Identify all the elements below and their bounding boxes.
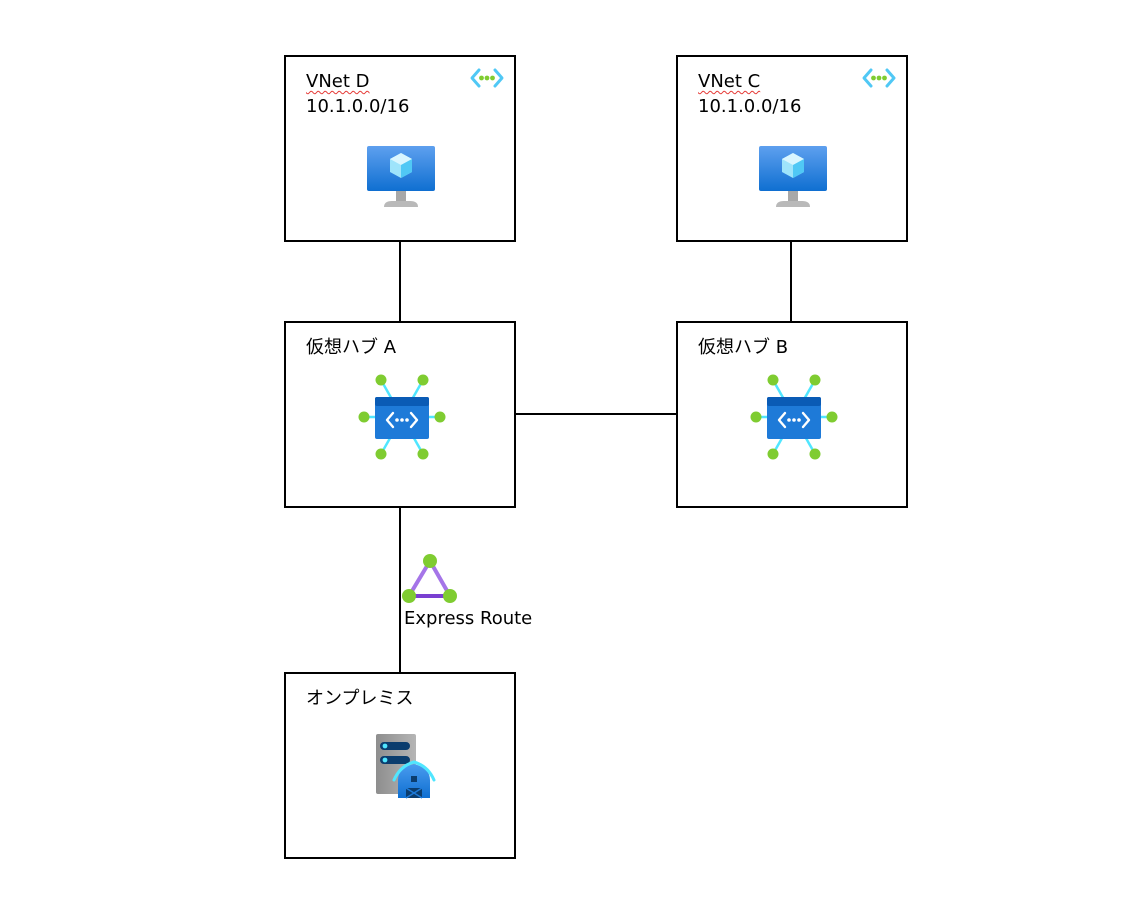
hub-b-name: 仮想ハブ B xyxy=(698,337,789,358)
expressroute-icon xyxy=(402,554,457,603)
virtual-hub-icon xyxy=(750,374,838,460)
expressroute-label: Express Route xyxy=(404,608,533,629)
connector-vnet-d-hub-a xyxy=(399,241,401,322)
onprem-name: オンプレミス xyxy=(306,688,414,709)
vnet-c-box[interactable]: VNet C 10.1.0.0/16 xyxy=(676,55,908,242)
vnet-c-cidr: 10.1.0.0/16 xyxy=(698,96,802,117)
hub-b-box[interactable]: 仮想ハブ B xyxy=(676,321,908,508)
vnet-icon xyxy=(862,68,896,88)
hub-a-name: 仮想ハブ A xyxy=(306,337,397,358)
vnet-d-cidr: 10.1.0.0/16 xyxy=(306,96,410,117)
vnet-d-label: VNet D 10.1.0.0/16 xyxy=(306,69,409,119)
connector-vnet-c-hub-b xyxy=(790,241,792,322)
virtual-hub-icon xyxy=(358,374,446,460)
vnet-d-box[interactable]: VNet D 10.1.0.0/16 xyxy=(284,55,516,242)
hub-a-box[interactable]: 仮想ハブ A xyxy=(284,321,516,508)
virtual-machine-icon xyxy=(367,146,435,207)
vnet-c-label: VNet C 10.1.0.0/16 xyxy=(698,69,801,119)
on-premises-server-icon xyxy=(376,734,436,799)
virtual-machine-icon xyxy=(759,146,827,207)
connector-hub-a-hub-b xyxy=(515,413,677,415)
vnet-icon xyxy=(470,68,504,88)
connector-hub-a-onprem xyxy=(399,506,401,673)
vnet-c-name: VNet C xyxy=(698,71,761,92)
vnet-d-name: VNet D xyxy=(306,71,370,92)
onprem-box[interactable]: オンプレミス xyxy=(284,672,516,859)
